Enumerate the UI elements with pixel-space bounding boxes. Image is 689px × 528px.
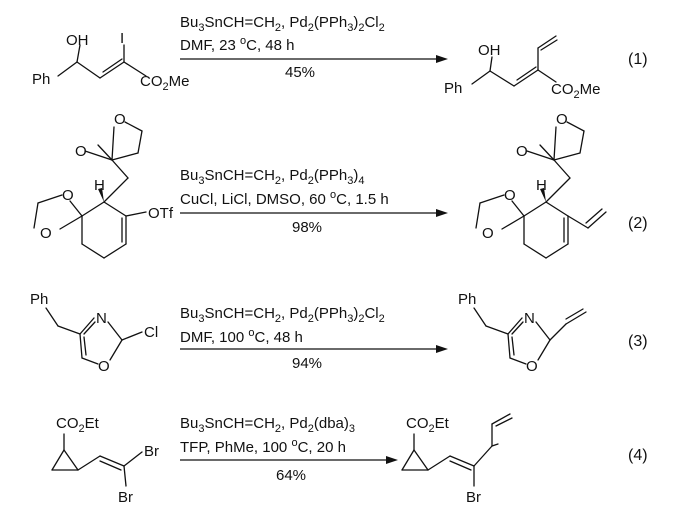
reaction-2: O O H OTf O O xyxy=(33,111,648,259)
reaction-1-number: (1) xyxy=(628,51,648,68)
reaction-4-yield: 64% xyxy=(276,467,306,484)
reaction-3: Ph N O Cl Bu3SnCH=CH2, Pd2(PPh3)2Cl2 DMF… xyxy=(30,291,648,375)
reaction-4-pr-bromo: Br xyxy=(466,489,481,506)
reaction-1-pr-phenyl-label: Ph xyxy=(444,80,462,97)
reaction-4-pr-ester-label: CO2Et xyxy=(406,415,450,435)
reaction-4-starting-material: CO2Et Br Br xyxy=(51,415,159,506)
reaction-3-reagents: Bu3SnCH=CH2, Pd2(PPh3)2Cl2 xyxy=(180,305,385,325)
reaction-4-product: CO2Et Br xyxy=(401,413,513,506)
reaction-2-product: O O H O O xyxy=(475,111,607,259)
reaction-4-conditions: TFP, PhMe, 100 oC, 20 h xyxy=(180,437,346,456)
reaction-2-sm-o-ketal2: O xyxy=(40,225,52,242)
reaction-1-arrowhead xyxy=(436,55,448,63)
reaction-3-sm-phenyl-label: Ph xyxy=(30,291,48,308)
reaction-3-sm-oxygen: O xyxy=(98,358,110,375)
reaction-4: CO2Et Br Br Bu3SnCH=CH2, Pd2(dba)3 TFP, … xyxy=(51,413,648,506)
reaction-2-pr-o-mid: O xyxy=(516,143,528,160)
reaction-3-pr-nitrogen: N xyxy=(524,310,535,327)
reaction-2-number: (2) xyxy=(628,215,648,232)
reaction-2-reagents: Bu3SnCH=CH2, Pd2(PPh3)4 xyxy=(180,167,364,187)
reaction-2-sm-o-mid: O xyxy=(75,143,87,160)
reaction-2-sm-otf-label: OTf xyxy=(148,205,174,222)
reaction-3-conditions: DMF, 100 oC, 48 h xyxy=(180,327,303,346)
reaction-2-yield: 98% xyxy=(292,219,322,236)
reaction-4-sm-ester-label: CO2Et xyxy=(56,415,100,435)
reaction-1-yield: 45% xyxy=(285,64,315,81)
reaction-3-starting-material: Ph N O Cl xyxy=(30,291,158,375)
reaction-4-sm-bromo2: Br xyxy=(118,489,133,506)
reaction-4-arrowhead xyxy=(386,456,398,464)
reaction-1-sm-phenyl-label: Ph xyxy=(32,71,50,88)
reaction-2-sm-h: H xyxy=(94,177,105,194)
reaction-2-pr-o-ketal1: O xyxy=(504,187,516,204)
reaction-1-conditions: DMF, 23 oC, 48 h xyxy=(180,35,295,54)
reaction-2-starting-material: O O H OTf O O xyxy=(33,111,174,259)
reaction-3-product: Ph N O xyxy=(458,291,587,375)
reaction-1: OH I Ph CO2Me Bu3SnCH=CH2, Pd2(PPh3)2Cl2… xyxy=(32,14,648,101)
reaction-4-number: (4) xyxy=(628,447,648,464)
reaction-1-sm-iodine-label: I xyxy=(120,30,124,47)
reaction-2-arrowhead xyxy=(436,209,448,217)
reaction-3-arrowhead xyxy=(436,345,448,353)
reaction-2-pr-o-ketal2: O xyxy=(482,225,494,242)
reaction-1-sm-ester-label: CO2Me xyxy=(140,73,189,93)
reaction-1-reagents: Bu3SnCH=CH2, Pd2(PPh3)2Cl2 xyxy=(180,14,385,34)
reaction-4-sm-bromo1: Br xyxy=(144,443,159,460)
reaction-2-pr-o-top: O xyxy=(556,111,568,128)
reaction-3-pr-oxygen: O xyxy=(526,358,538,375)
reaction-3-pr-phenyl-label: Ph xyxy=(458,291,476,308)
reaction-3-number: (3) xyxy=(628,333,648,350)
reaction-2-conditions: CuCl, LiCl, DMSO, 60 oC, 1.5 h xyxy=(180,189,389,208)
reaction-3-sm-chloro-label: Cl xyxy=(144,324,158,341)
reaction-1-pr-oh-label: OH xyxy=(478,42,501,59)
reaction-3-sm-nitrogen: N xyxy=(96,310,107,327)
reaction-3-yield: 94% xyxy=(292,355,322,372)
reaction-2-sm-o-top: O xyxy=(114,111,126,128)
reaction-1-starting-material: OH I Ph CO2Me xyxy=(32,30,189,93)
reaction-2-pr-h: H xyxy=(536,177,547,194)
reaction-1-product: OH Ph CO2Me xyxy=(444,35,600,101)
reaction-2-sm-o-ketal1: O xyxy=(62,187,74,204)
reaction-4-reagents: Bu3SnCH=CH2, Pd2(dba)3 xyxy=(180,415,355,435)
reaction-1-pr-ester-label: CO2Me xyxy=(551,81,600,101)
reaction-1-sm-oh-label: OH xyxy=(66,32,89,49)
